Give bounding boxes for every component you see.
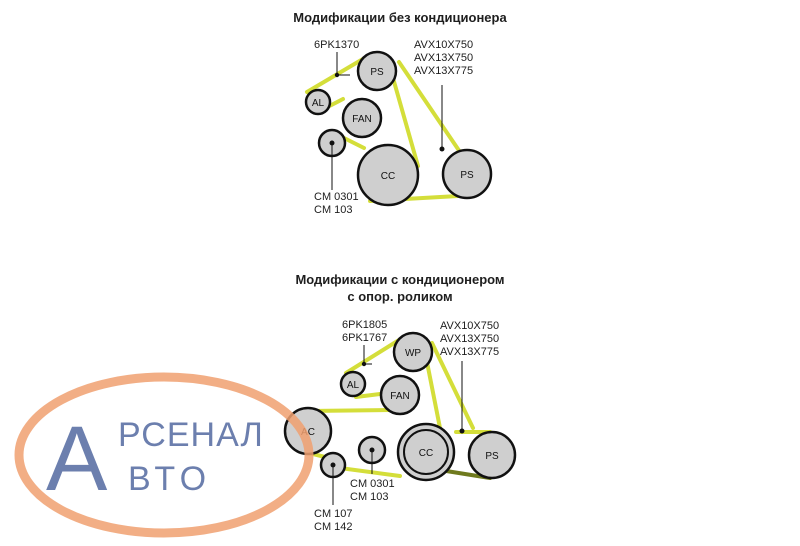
pulley-ps-1 <box>356 50 398 92</box>
pulley-cc-2 <box>396 422 456 482</box>
logo-letter-a: А <box>46 408 108 510</box>
pulley-ps-3 <box>467 430 517 480</box>
tensioner-codes-label-1: CM 0301 CM 103 <box>314 191 359 216</box>
pulley-labels-ac: WP AL FAN AC CC PS <box>301 348 499 462</box>
pulleys-ac <box>283 331 517 482</box>
belt-code-label-2: 6PK1805 6PK1767 <box>342 319 388 344</box>
pulley-label: PS <box>460 170 474 181</box>
idler-codes-label: CM 107 CM 142 <box>314 508 353 533</box>
belt-code-label-1: 6PK1370 <box>314 39 360 51</box>
part-codes-label-1: AVX10X750 AVX13X750 AVX13X775 <box>414 39 474 77</box>
part-codes-label-2: AVX10X750 AVX13X750 AVX13X775 <box>440 320 500 358</box>
pulley-fan-1 <box>341 97 383 139</box>
pulley-wp <box>392 331 434 373</box>
pulley-label: CC <box>381 171 395 182</box>
pulley-al-2 <box>339 370 367 398</box>
pulleys-no-ac <box>304 50 493 207</box>
pulley-label: FAN <box>390 391 409 402</box>
pulley-label: CC <box>419 448 433 459</box>
pulley-fan-2 <box>379 374 421 416</box>
logo-line1: РСЕНАЛ <box>118 416 264 454</box>
pulley-ps-2 <box>441 148 493 200</box>
pulley-label: WP <box>405 348 421 359</box>
logo-line2: ВТО <box>128 460 212 498</box>
pulley-label: AC <box>301 427 315 438</box>
pulley-label: PS <box>370 67 384 78</box>
pulley-label: AL <box>347 380 360 391</box>
pulley-label: PS <box>485 451 499 462</box>
pulley-cc-1 <box>356 143 420 207</box>
arsenal-avto-logo: А РСЕНАЛ ВТО <box>14 372 314 538</box>
section1-title: Модификации без кондиционера <box>293 10 507 25</box>
tensioner-codes-label-2: CM 0301 CM 103 <box>350 478 395 503</box>
pulley-label: FAN <box>352 114 371 125</box>
pulley-al-1 <box>304 88 332 116</box>
section2-title-line2: с опор. роликом <box>347 289 453 304</box>
pulley-labels-no-ac: PS AL FAN CC PS <box>312 67 474 182</box>
section2-title-line1: Модификации с кондиционером <box>295 272 505 287</box>
pulley-label: AL <box>312 98 325 109</box>
